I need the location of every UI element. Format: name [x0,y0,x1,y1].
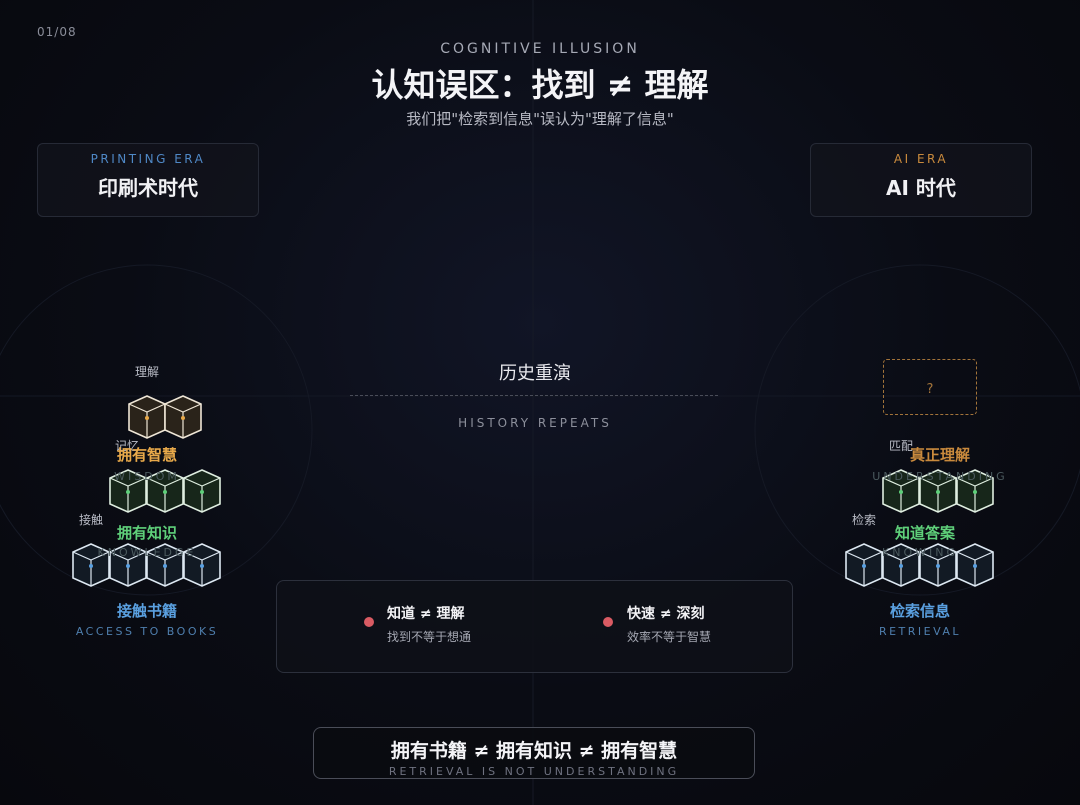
question-mark-icon: ? [926,382,934,397]
page-title: 认知误区：找到 ≠ 理解 [371,66,709,104]
right-retrieve-label: 检索 [852,513,877,527]
bullet-dot [603,617,613,627]
unknown-understanding-box: ? [883,359,977,415]
history-repeats-label-en: HISTORY REPEATS [458,416,612,430]
left-contact-label: 接触 [79,513,104,527]
books-label: 接触书籍 [116,602,177,620]
left-memory-label: 记忆 [115,439,140,453]
right-match-label: 匹配 [889,439,914,453]
printing-era-label: 印刷术时代 [98,176,198,200]
page-subtitle: 我们把"检索到信息"误认为"理解了信息" [406,110,674,128]
left-cube-pyramid [72,395,221,587]
history-divider [350,395,718,396]
knowledge-ghost-text: KNOWLEDGE [97,546,197,559]
point-1-title: 知道 ≠ 理解 [387,606,465,622]
page-indicator: 01/08 [37,25,77,39]
comparison-panel: 知道 ≠ 理解 找到不等于想通 快速 ≠ 深刻 效率不等于智慧 [276,580,793,673]
point-1-subtitle: 找到不等于想通 [387,630,472,644]
retrieval-label-en: RETRIEVAL [878,625,962,638]
history-repeats-label: 历史重演 [499,363,571,384]
retrieval-label: 检索信息 [889,602,950,620]
ai-era-label-en: AI ERA [893,152,949,166]
footer-statement-en: RETRIEVAL IS NOT UNDERSTANDING [388,765,680,778]
knowledge-label: 拥有知识 [116,524,177,542]
point-2-title: 快速 ≠ 深刻 [627,606,705,622]
footer-statement: 拥有书籍 ≠ 拥有知识 ≠ 拥有智慧 [390,740,678,762]
title-english: COGNITIVE ILLUSION [440,41,640,57]
printing-era-card: PRINTING ERA 印刷术时代 [37,143,259,217]
bullet-dot [364,617,374,627]
understanding-label: 真正理解 [909,446,970,464]
wisdom-label: 拥有智慧 [116,446,177,464]
footer-statement-box: 拥有书籍 ≠ 拥有知识 ≠ 拥有智慧 RETRIEVAL IS NOT UNDE… [313,727,755,779]
ai-era-label: AI 时代 [886,176,956,200]
answer-label: 知道答案 [894,524,955,542]
printing-era-label-en: PRINTING ERA [90,152,206,166]
wisdom-ghost-text: WISDOM [114,470,180,483]
answer-ghost-text: KNOWING [882,546,958,559]
understanding-ghost-text: UNDERSTANDING [872,470,1008,483]
left-understand-label: 理解 [135,365,160,379]
ai-era-card: AI ERA AI 时代 [810,143,1032,217]
books-label-en: ACCESS TO BOOKS [75,625,219,638]
point-2-subtitle: 效率不等于智慧 [627,630,712,644]
